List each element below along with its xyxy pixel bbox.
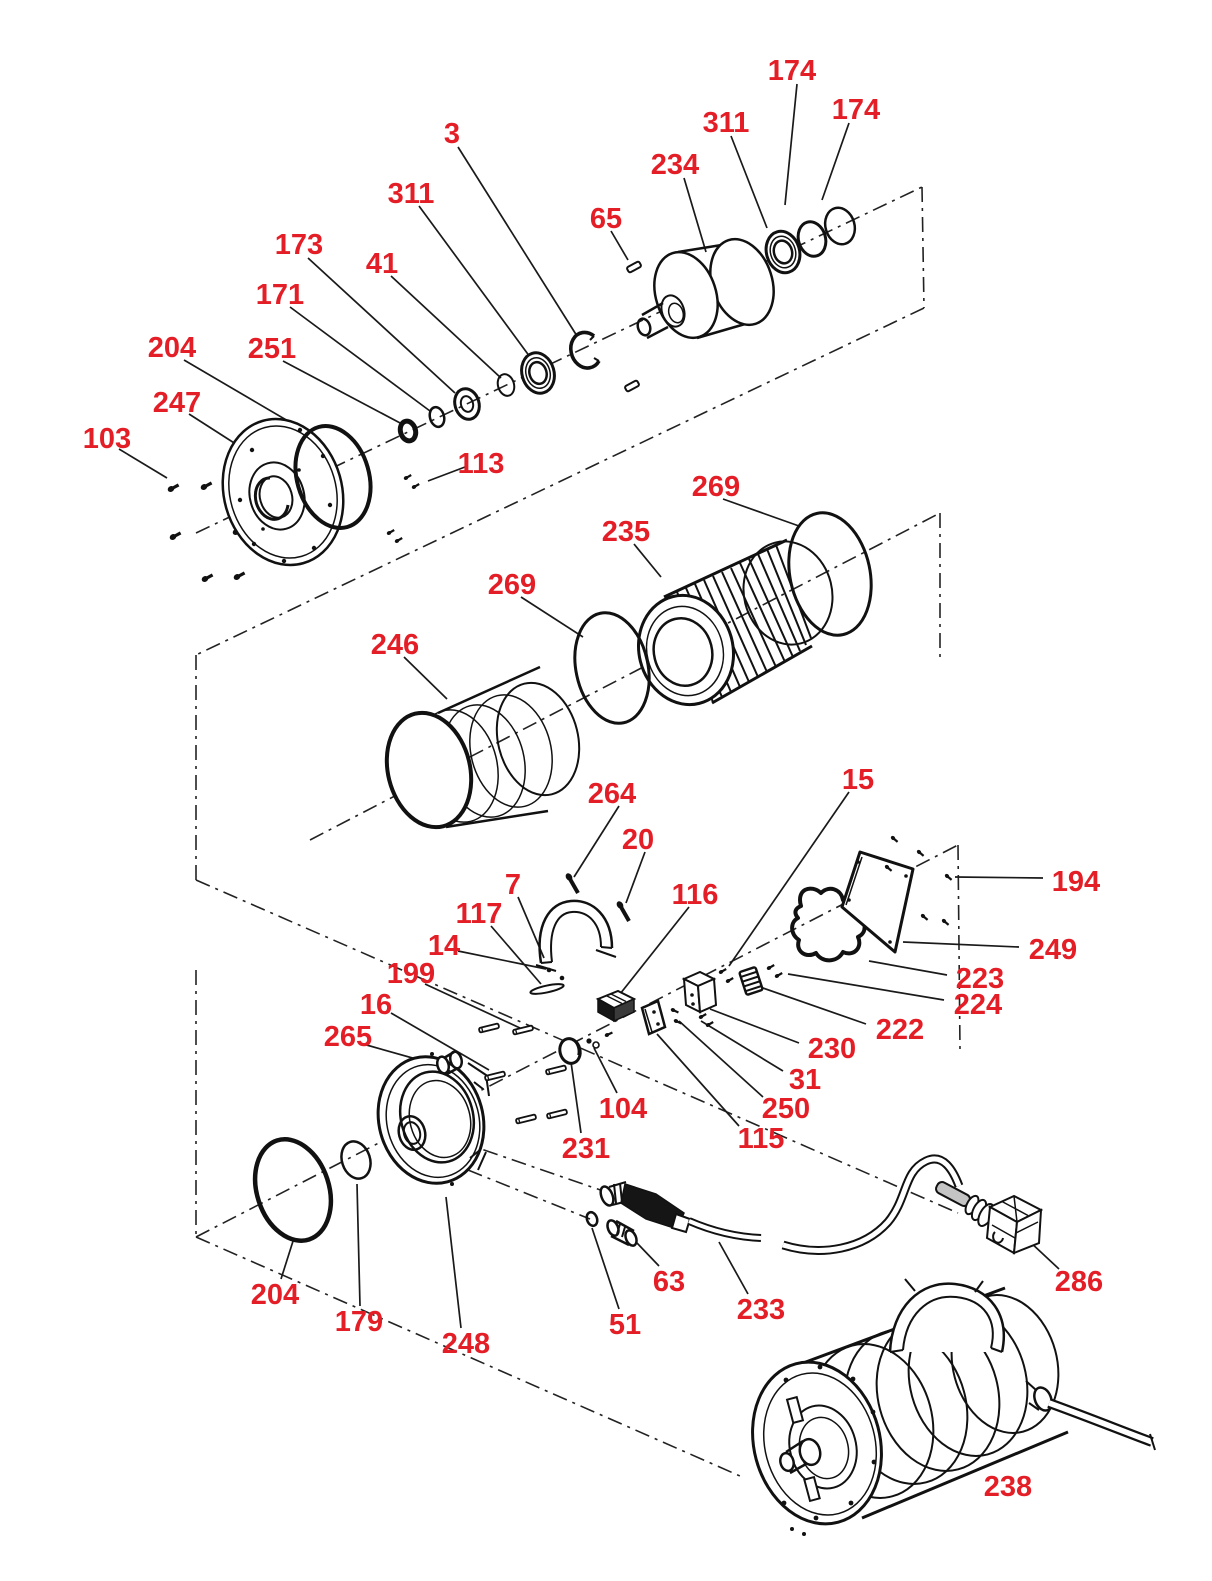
ring-179: [340, 1140, 372, 1180]
part-label-179: 179: [335, 1306, 383, 1338]
o-ring-269-right: [787, 511, 873, 637]
part-label-251: 251: [248, 333, 296, 365]
part-label-233: 233: [737, 1294, 785, 1326]
plate-115: [640, 999, 667, 1036]
ring-171: [428, 405, 446, 429]
part-label-15: 15: [842, 764, 874, 796]
stator-coil-235: [636, 538, 834, 707]
part-label-3: 3: [444, 118, 460, 150]
screws-224: [766, 963, 784, 979]
part-label-230: 230: [808, 1033, 856, 1065]
part-label-7: 7: [505, 869, 521, 901]
motor-assembly-238: [751, 1278, 1156, 1536]
bushing-265: [435, 1050, 464, 1076]
part-label-113: 113: [458, 448, 505, 480]
part-label-174: 174: [768, 55, 816, 87]
part-label-204: 204: [251, 1279, 299, 1311]
part-label-269: 269: [692, 471, 740, 503]
bearing-housing-248: [376, 1052, 490, 1186]
disc-231: [558, 1037, 582, 1065]
screws-15: [718, 967, 735, 984]
part-label-269: 269: [488, 569, 536, 601]
flange-plate-247: [221, 417, 345, 567]
part-label-248: 248: [442, 1328, 490, 1360]
part-label-41: 41: [366, 248, 398, 280]
part-label-104: 104: [599, 1093, 647, 1125]
part-label-247: 247: [153, 387, 201, 419]
snap-ring-3: [569, 330, 601, 370]
terminal-box-230: [681, 970, 718, 1014]
part-label-16: 16: [360, 989, 392, 1021]
part-label-173: 173: [275, 229, 323, 261]
part-label-311: 311: [388, 178, 435, 210]
part-label-31: 31: [789, 1064, 821, 1096]
blade-117: [529, 983, 565, 995]
part-label-264: 264: [588, 778, 636, 810]
parts-104: [586, 1030, 614, 1049]
part-label-174: 174: [832, 94, 880, 126]
part-label-265: 265: [324, 1021, 372, 1053]
cable-assembly-233: [599, 1154, 964, 1255]
part-label-204: 204: [148, 332, 196, 364]
screws-31: [698, 1012, 715, 1028]
part-label-224: 224: [954, 989, 1002, 1021]
part-label-223: 223: [956, 963, 1004, 995]
part-labels: 174 174 311 3 234 65 311 173 41 171 204 …: [83, 55, 1103, 1503]
part-label-311: 311: [703, 107, 750, 139]
capacitor-222: [738, 966, 764, 996]
washer-251: [397, 418, 419, 444]
ring-174-outer: [823, 206, 857, 246]
screws-20: [565, 873, 631, 922]
part-label-231: 231: [562, 1133, 610, 1165]
part-label-246: 246: [371, 629, 419, 661]
part-label-63: 63: [653, 1266, 685, 1298]
o-ring-51: [585, 1210, 599, 1228]
pins-14: [546, 967, 565, 981]
part-label-286: 286: [1055, 1266, 1103, 1298]
shaft-seal-173: [453, 387, 481, 421]
part-label-115: 115: [738, 1123, 785, 1155]
key-65-lower: [624, 379, 640, 393]
gasket-223: [790, 886, 867, 963]
construction-lines: [195, 186, 961, 1477]
o-ring-269-left: [573, 611, 651, 725]
ball-bearing-311-right: [764, 229, 802, 275]
part-label-249: 249: [1029, 934, 1077, 966]
coil-sleeve-246: [384, 665, 581, 830]
cover-plate-249: [840, 850, 915, 954]
ring-41: [496, 373, 516, 397]
part-label-199: 199: [387, 958, 435, 990]
screws-250: [670, 1007, 683, 1026]
part-label-51: 51: [609, 1309, 641, 1341]
plug-286: [935, 1181, 1044, 1255]
key-65-upper: [626, 260, 642, 274]
handle-264: [535, 899, 617, 972]
part-label-65: 65: [590, 203, 622, 235]
part-label-238: 238: [984, 1471, 1032, 1503]
part-label-222: 222: [876, 1014, 924, 1046]
part-label-14: 14: [428, 930, 460, 962]
part-label-20: 20: [622, 824, 654, 856]
ring-174-inner: [796, 220, 828, 258]
rotor-234: [636, 237, 775, 340]
ball-bearing-311-left: [520, 351, 556, 395]
switch-116: [595, 989, 637, 1023]
part-label-250: 250: [762, 1093, 810, 1125]
part-label-194: 194: [1052, 866, 1100, 898]
part-label-171: 171: [256, 279, 304, 311]
leader-lines: [118, 83, 1060, 1329]
fitting-63: [606, 1219, 638, 1247]
part-label-234: 234: [651, 149, 699, 181]
o-ring-204-bottom: [252, 1137, 334, 1243]
part-label-117: 117: [456, 898, 503, 930]
set-screws-113: [386, 473, 421, 544]
pins-16-199: [477, 1022, 569, 1125]
part-label-235: 235: [602, 516, 650, 548]
part-label-103: 103: [83, 423, 131, 455]
part-label-116: 116: [672, 879, 719, 911]
o-ring-204-top: [293, 424, 373, 530]
